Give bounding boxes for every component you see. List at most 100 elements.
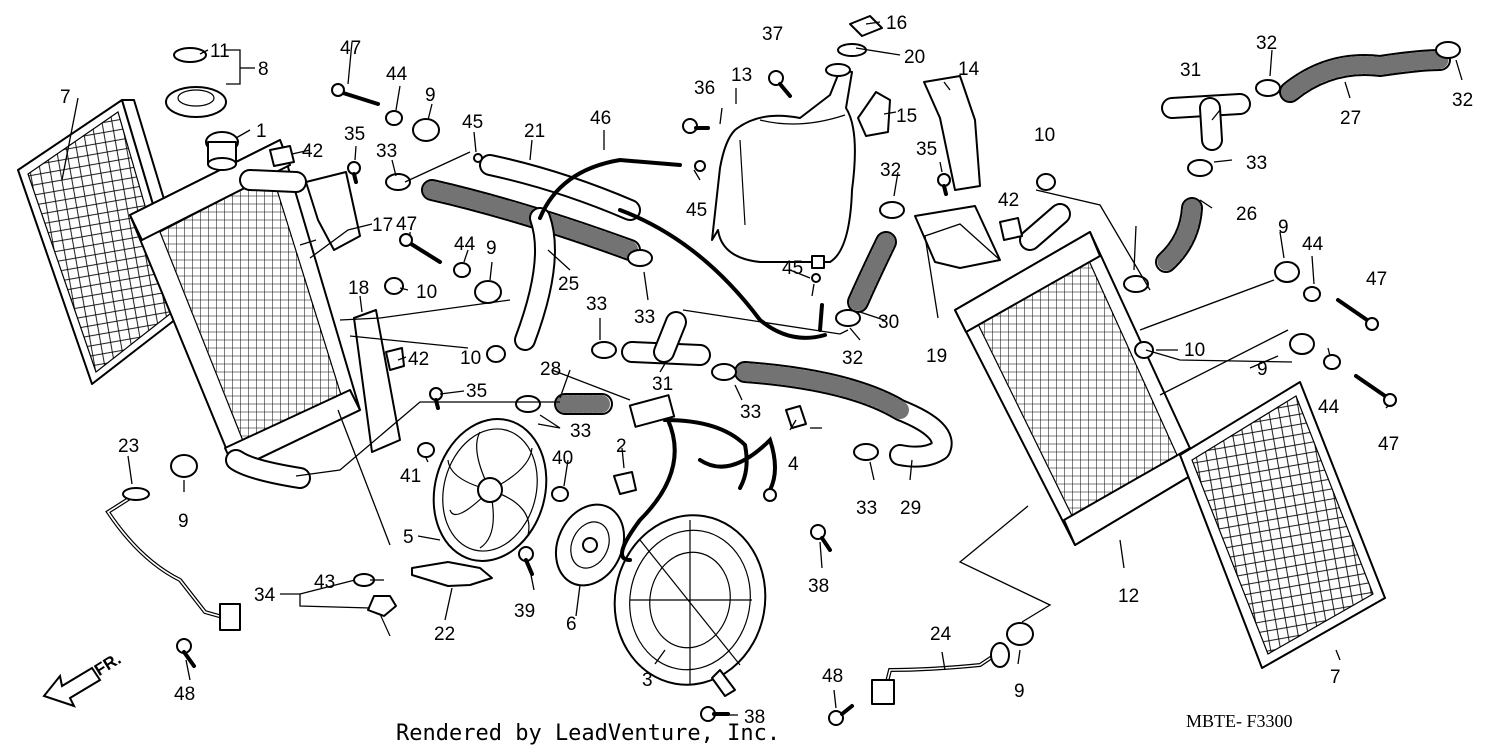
callout-44-b[interactable]: 44 (454, 234, 476, 255)
callout-45-c[interactable]: 45 (782, 258, 803, 279)
callout-32-b[interactable]: 32 (842, 348, 863, 369)
fan-motor[interactable] (543, 493, 637, 596)
callout-43[interactable]: 43 (314, 572, 335, 593)
callout-25[interactable]: 25 (558, 274, 579, 295)
callout-7-left[interactable]: 7 (60, 87, 71, 108)
callout-19[interactable]: 19 (926, 346, 947, 367)
callout-20[interactable]: 20 (904, 47, 925, 68)
callout-10-d[interactable]: 10 (1184, 340, 1205, 361)
callout-26[interactable]: 26 (1236, 204, 1257, 225)
callout-2[interactable]: 2 (616, 436, 627, 457)
callout-33-a[interactable]: 33 (376, 141, 397, 162)
callout-44-d[interactable]: 44 (1318, 397, 1340, 418)
callout-13[interactable]: 13 (731, 65, 752, 86)
callout-11[interactable]: 11 (210, 41, 230, 62)
callout-47-d[interactable]: 47 (1378, 434, 1399, 455)
reserve-tank[interactable] (711, 63, 856, 269)
callout-33-d[interactable]: 33 (570, 421, 591, 442)
callout-24[interactable]: 24 (930, 624, 952, 645)
callout-42-c[interactable]: 42 (998, 190, 1019, 211)
left-radiator[interactable] (129, 131, 361, 489)
callout-5[interactable]: 5 (403, 527, 414, 548)
callout-9-b[interactable]: 9 (486, 238, 497, 259)
callout-33-e[interactable]: 33 (740, 402, 761, 423)
right-radiator[interactable] (954, 203, 1201, 546)
callout-33-g[interactable]: 33 (1246, 153, 1267, 174)
callout-9-c[interactable]: 9 (178, 511, 189, 532)
upper-right-hoses[interactable] (1155, 49, 1451, 273)
callout-16[interactable]: 16 (886, 13, 907, 34)
fan-bracket[interactable] (411, 561, 493, 587)
callout-46[interactable]: 46 (590, 108, 611, 129)
callout-18[interactable]: 18 (348, 278, 369, 299)
callout-44-a[interactable]: 44 (386, 64, 408, 85)
callout-23[interactable]: 23 (118, 436, 139, 457)
callout-28[interactable]: 28 (540, 359, 561, 380)
callout-47-b[interactable]: 47 (396, 214, 417, 235)
right-radiator-grille[interactable] (1179, 381, 1386, 669)
callout-10-a[interactable]: 10 (416, 282, 437, 303)
callout-48-b[interactable]: 48 (822, 666, 843, 687)
callout-22[interactable]: 22 (434, 624, 455, 645)
water-joint-left[interactable] (554, 311, 953, 468)
callout-27[interactable]: 27 (1340, 108, 1361, 129)
overflow-and-siphon-tubes[interactable] (421, 154, 827, 351)
callout-1[interactable]: 1 (256, 121, 267, 142)
callout-31-a[interactable]: 31 (652, 374, 673, 395)
callout-37[interactable]: 37 (762, 24, 783, 45)
right-radiator-bracket[interactable] (914, 205, 1001, 269)
callout-3[interactable]: 3 (642, 670, 653, 691)
callout-29[interactable]: 29 (900, 498, 921, 519)
callout-42-b[interactable]: 42 (408, 349, 429, 370)
left-stay[interactable] (105, 487, 241, 631)
callout-44-c[interactable]: 44 (1302, 234, 1324, 255)
callout-42-a[interactable]: 42 (302, 141, 323, 162)
callout-33-f[interactable]: 33 (856, 498, 877, 519)
callout-9-d[interactable]: 9 (1278, 217, 1289, 238)
callout-4[interactable]: 4 (788, 454, 799, 475)
callout-9-a[interactable]: 9 (425, 85, 436, 106)
callout-10-b[interactable]: 10 (460, 348, 481, 369)
callout-35-a[interactable]: 35 (344, 124, 365, 145)
callout-9-e[interactable]: 9 (1257, 359, 1268, 380)
callout-8[interactable]: 8 (258, 59, 269, 80)
callout-30[interactable]: 30 (878, 312, 899, 333)
right-stay[interactable] (871, 642, 1010, 705)
callout-14[interactable]: 14 (958, 59, 980, 80)
callout-33-c[interactable]: 33 (634, 307, 655, 328)
tank-brackets[interactable] (857, 75, 981, 191)
callout-35-c[interactable]: 35 (916, 139, 937, 160)
callout-47-a[interactable]: 47 (340, 38, 361, 59)
callout-39[interactable]: 39 (514, 601, 535, 622)
callout-34[interactable]: 34 (254, 585, 276, 606)
callout-32-a[interactable]: 32 (880, 160, 901, 181)
fan-shroud[interactable] (601, 503, 778, 697)
callout-33-b[interactable]: 33 (586, 294, 607, 315)
callout-7-right[interactable]: 7 (1330, 667, 1341, 688)
tank-cap[interactable] (837, 15, 883, 57)
radiator-cap[interactable] (165, 47, 227, 118)
callout-32-c[interactable]: 32 (1256, 33, 1277, 54)
callout-35-b[interactable]: 35 (466, 381, 487, 402)
callout-6[interactable]: 6 (566, 614, 577, 635)
callout-40[interactable]: 40 (552, 448, 573, 469)
callout-36[interactable]: 36 (694, 78, 715, 99)
callout-21[interactable]: 21 (524, 121, 545, 142)
callout-45-b[interactable]: 45 (686, 200, 707, 221)
callout-15[interactable]: 15 (896, 106, 917, 127)
callout-12[interactable]: 12 (1118, 586, 1139, 607)
callout-41[interactable]: 41 (400, 466, 421, 487)
callout-32-d[interactable]: 32 (1452, 90, 1473, 111)
callout-31-b[interactable]: 31 (1180, 60, 1201, 81)
cooling-fan[interactable] (418, 406, 562, 574)
callout-38-a[interactable]: 38 (808, 576, 829, 597)
callout-17[interactable]: 17 (372, 215, 393, 236)
callout-47-c[interactable]: 47 (1366, 269, 1387, 290)
radiator-hose-30[interactable] (847, 231, 897, 313)
callout-10-c[interactable]: 10 (1034, 125, 1055, 146)
thermo-switch[interactable] (353, 573, 397, 637)
callout-48-a[interactable]: 48 (174, 684, 195, 705)
callout-38-b[interactable]: 38 (744, 707, 765, 728)
callout-9-f[interactable]: 9 (1014, 681, 1025, 702)
callout-45-a[interactable]: 45 (462, 112, 483, 133)
